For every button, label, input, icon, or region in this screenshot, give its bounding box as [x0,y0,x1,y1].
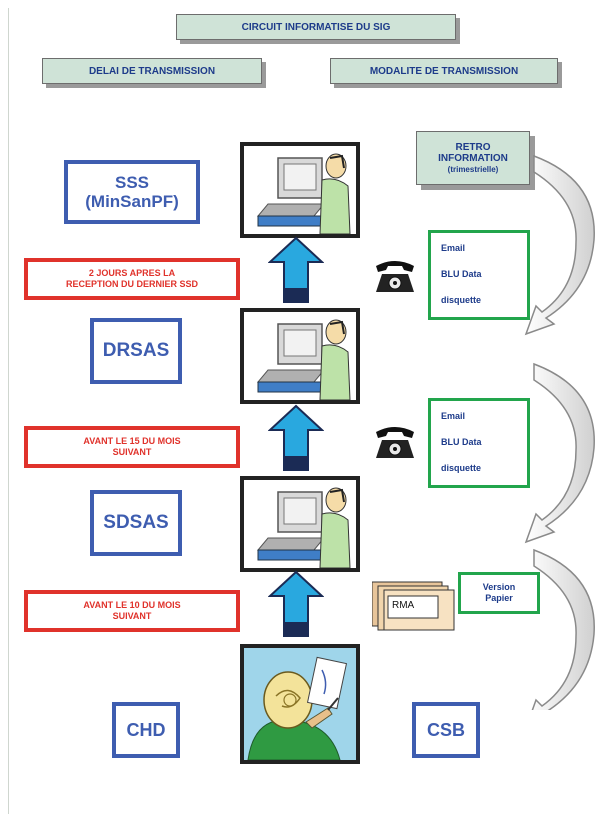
feedback-arrow [524,362,595,544]
computer-terminal-drsas [240,308,360,404]
level-sss-ministry: (MinSanPF) [85,192,179,211]
delay-box-sdsas: AVANT LE 10 DU MOIS SUIVANT [24,590,240,632]
delay-sdsas-line1: AVANT LE 10 DU MOIS [83,600,181,610]
modality-box-drsas: Email BLU Data disquette [428,398,530,488]
modality-blu-data: BLU Data [441,269,482,279]
version-papier-box: Version Papier [458,572,540,614]
paper-stack-icon [371,581,455,631]
delay-box-sss: 2 JOURS APRES LA RECEPTION DU DERNIER SS… [24,258,240,300]
telephone-icon [376,427,414,458]
telephone-icon [376,261,414,292]
level-sdsas: SDSAS [90,490,182,556]
delay-column-header: DELAI DE TRANSMISSION [42,58,262,84]
modality-box-sss: Email BLU Data disquette [428,230,530,320]
retro-information-box: RETRO INFORMATION (trimestrielle) [416,131,530,185]
computer-user-icon [256,319,351,401]
modality-disquette: disquette [441,295,482,305]
retro-line3: (trimestrielle) [447,164,499,174]
modality-disquette: disquette [441,463,482,473]
papier-label: Papier [485,593,513,603]
level-drsas-name: DRSAS [102,340,170,361]
rma-label: RMA [392,600,415,611]
retro-line2: INFORMATION [438,152,508,164]
computer-terminal-sss [240,142,360,238]
feedback-arrow [531,548,595,710]
level-sss-name: SSS [114,173,150,192]
delay-drsas-line2: SUIVANT [112,447,152,457]
computer-terminal-sdsas [240,476,360,572]
delay-drsas-line1: AVANT LE 15 DU MOIS [83,436,181,446]
level-csb: CSB [412,702,480,758]
up-arrow [268,570,324,637]
modality-email: Email [441,243,466,253]
level-chd: CHD [112,702,180,758]
up-arrow [268,404,324,471]
computer-user-icon [256,487,351,569]
modality-column-header: MODALITE DE TRANSMISSION [330,58,558,84]
feedback-arrow [524,154,595,336]
feedback-arrows [524,154,595,710]
modality-blu-data: BLU Data [441,437,482,447]
level-drsas: DRSAS [90,318,182,384]
modality-email: Email [441,411,466,421]
computer-user-icon [256,153,351,235]
nurse-icon [244,648,356,761]
delay-sss-line2: RECEPTION DU DERNIER SSD [65,279,199,289]
delay-box-drsas: AVANT LE 15 DU MOIS SUIVANT [24,426,240,468]
level-sdsas-name: SDSAS [103,512,169,533]
rma-paper-stack: RMA [371,578,458,634]
version-label: Version [482,582,516,592]
level-chd-name: CHD [126,719,166,740]
level-csb-name: CSB [426,719,465,740]
level-sss: SSS (MinSanPF) [64,160,200,224]
retro-line1: RETRO [455,141,491,153]
delay-sdsas-line2: SUIVANT [112,611,152,621]
diagram-title: CIRCUIT INFORMATISE DU SIG [176,14,456,40]
up-arrow [268,236,324,303]
health-worker-illustration [240,644,360,764]
delay-sss-line1: 2 JOURS APRES LA [88,268,176,278]
